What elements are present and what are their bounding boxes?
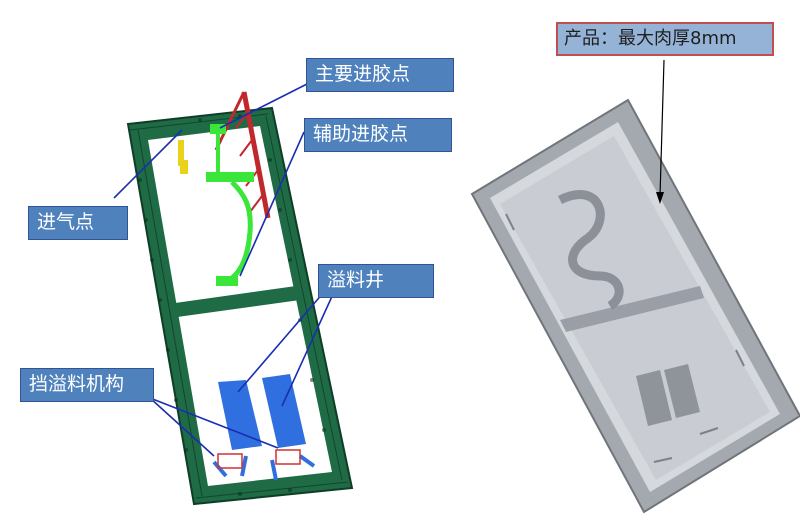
vent-marker [178,140,188,174]
callout-overflow-stop: 挡溢料机构 [20,368,154,402]
product-thickness-label: 产品：最大肉厚8mm [556,22,774,56]
overflow-stop-markers [217,449,301,469]
leader-lines [113,83,335,457]
callout-main-gate: 主要进胶点 [306,58,454,92]
overflow-wells [212,374,316,481]
product-photo [470,59,800,514]
callout-aux-gate: 辅助进胶点 [304,118,452,152]
callout-vent: 进气点 [28,206,128,240]
callout-overflow-well: 溢料井 [318,264,434,298]
aux-runner [206,124,254,286]
